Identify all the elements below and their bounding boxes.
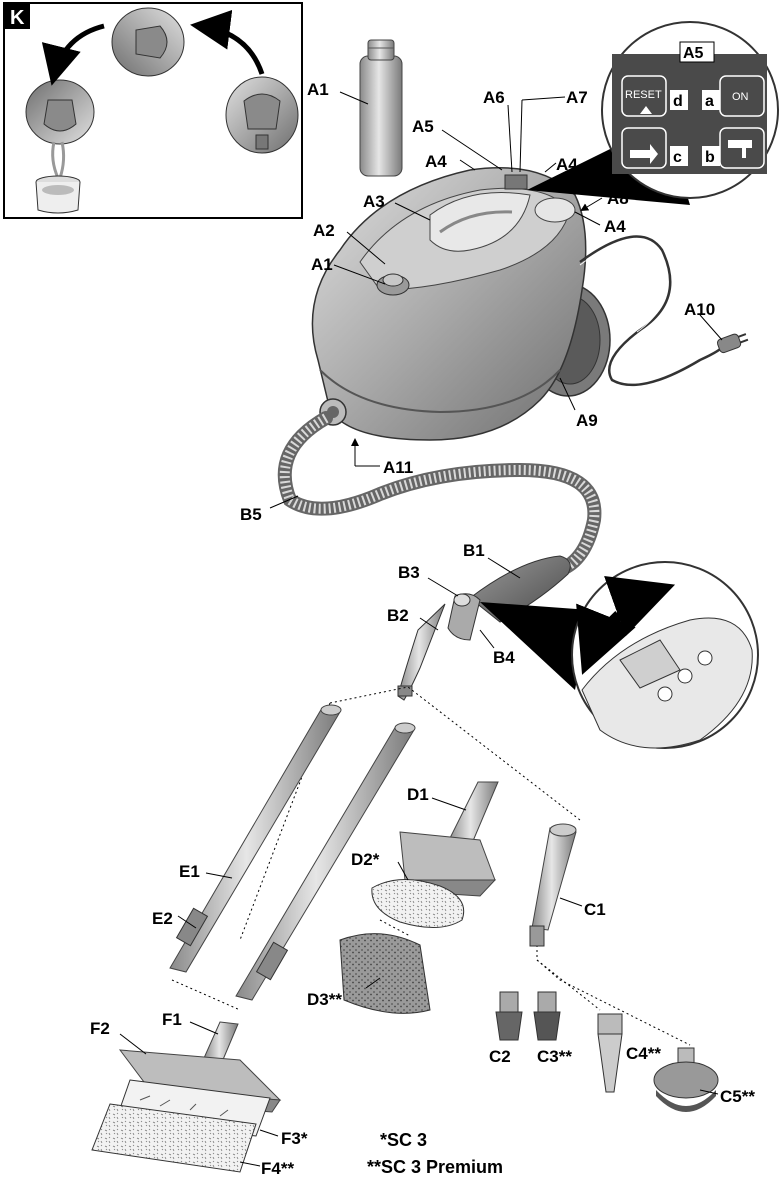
key-d: d xyxy=(673,93,683,110)
reset-label: RESET xyxy=(625,89,662,101)
rotate-arrow-down xyxy=(576,603,636,675)
power-plug xyxy=(716,333,749,354)
inset-unit-top xyxy=(111,7,185,77)
inset-water-stream xyxy=(51,141,66,179)
extension-tube-left xyxy=(169,704,342,973)
key-a: a xyxy=(705,93,714,110)
descaling-cartridge xyxy=(359,39,403,177)
floor-cloth-f4 xyxy=(91,1103,257,1173)
label-a10: A10 xyxy=(684,300,715,319)
label-d3: D3** xyxy=(307,990,342,1009)
label-b5: B5 xyxy=(240,505,262,524)
terry-cloth-cover xyxy=(371,878,465,929)
inset-arrow-right xyxy=(190,9,265,75)
on-label: ON xyxy=(732,91,749,103)
round-brush-c5 xyxy=(653,1047,719,1112)
label-e2: E2 xyxy=(152,909,173,928)
label-a3: A3 xyxy=(363,192,385,211)
label-d2: D2* xyxy=(351,850,380,869)
inset-tag-background xyxy=(4,3,30,29)
steam-cleaner-unit xyxy=(311,167,611,441)
inset-tag: K xyxy=(10,7,25,29)
inset-unit-right xyxy=(225,76,299,154)
round-brush-c2 xyxy=(495,991,523,1041)
label-b2: B2 xyxy=(387,606,409,625)
label-a2: A2 xyxy=(313,221,335,240)
footnote-sc3: *SC 3 xyxy=(380,1130,427,1150)
label-f2: F2 xyxy=(90,1019,110,1038)
leader-lines xyxy=(119,91,723,1167)
label-a1: A1 xyxy=(311,255,333,274)
label-a4-right: A4 xyxy=(604,217,626,236)
microfibre-cover xyxy=(339,933,431,1014)
label-f4: F4** xyxy=(261,1159,294,1178)
label-a4-left: A4 xyxy=(425,152,447,171)
label-b1: B1 xyxy=(463,541,485,560)
label-a11: A11 xyxy=(383,458,413,477)
panel-title-box xyxy=(679,41,715,63)
label-d1: D1 xyxy=(407,785,429,804)
label-c3: C3** xyxy=(537,1047,572,1066)
footnote-sc3-premium: **SC 3 Premium xyxy=(367,1157,503,1177)
label-a5: A5 xyxy=(412,117,434,136)
steam-hose xyxy=(277,411,602,577)
inset-unit-left xyxy=(25,79,95,145)
extension-tube-right xyxy=(235,722,416,1001)
part-labels: A1 A6 A7 A5 A4 A4 A8 A3 A4 A2 A1 A10 A9 … xyxy=(90,80,755,1178)
inset-k-panel: K xyxy=(3,2,303,219)
label-c4: C4** xyxy=(626,1044,661,1063)
panel-title: A5 xyxy=(683,45,704,62)
trigger-lock-zoom xyxy=(480,561,759,749)
power-cord xyxy=(579,235,749,387)
key-b: b xyxy=(705,149,715,166)
label-a1-top: A1 xyxy=(307,80,329,99)
round-brush-c3 xyxy=(533,991,561,1041)
spot-jet-nozzle xyxy=(529,823,577,947)
label-a4-mid: A4 xyxy=(556,155,578,174)
label-b3: B3 xyxy=(398,563,420,582)
label-c2: C2 xyxy=(489,1047,511,1066)
label-a9: A9 xyxy=(576,411,598,430)
label-f1: F1 xyxy=(162,1010,182,1029)
label-c5: C5** xyxy=(720,1087,755,1106)
label-a8: A8 xyxy=(607,189,629,208)
control-panel-zoom: A5 RESET d a ON c b xyxy=(527,21,779,205)
key-c: c xyxy=(673,149,682,166)
inset-arrow-left xyxy=(41,23,105,86)
label-e1: E1 xyxy=(179,862,200,881)
label-f3: F3* xyxy=(281,1129,308,1148)
power-nozzle-c4 xyxy=(597,1013,623,1093)
label-a6: A6 xyxy=(483,88,505,107)
inset-container xyxy=(35,175,81,214)
guide-lines xyxy=(171,686,691,1046)
tap-icon xyxy=(728,140,752,158)
label-b4: B4 xyxy=(493,648,515,667)
label-c1: C1 xyxy=(584,900,606,919)
footnotes: *SC 3 **SC 3 Premium xyxy=(367,1130,503,1177)
label-a7: A7 xyxy=(566,88,588,107)
